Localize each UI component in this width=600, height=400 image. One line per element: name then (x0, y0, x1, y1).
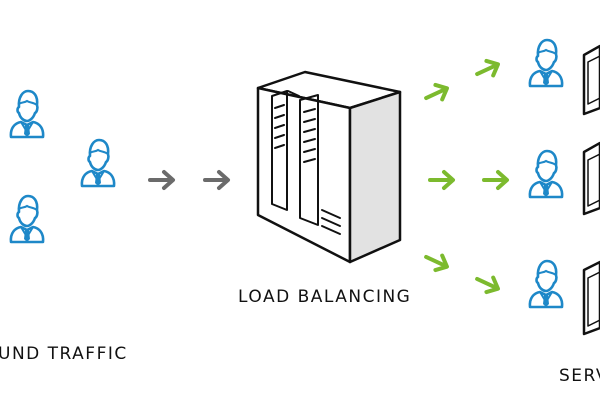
user-icon (80, 138, 116, 188)
outgoing-arrow-icon (482, 170, 509, 190)
incoming-arrow-icon (148, 170, 175, 190)
user-icon (528, 149, 564, 199)
user-icon (528, 259, 564, 309)
server-icon (582, 141, 600, 216)
outgoing-arrow-icon (471, 269, 504, 298)
inbound-traffic-label: UND TRAFFIC (0, 344, 128, 364)
outgoing-arrow-icon (428, 170, 455, 190)
server-icon (582, 44, 600, 116)
load-balancer-server-icon (256, 70, 402, 264)
load-balancing-label: LOAD BALANCING (238, 287, 412, 307)
user-icon (528, 38, 564, 88)
outgoing-arrow-icon (420, 79, 453, 108)
servers-label: SERV (559, 366, 600, 386)
server-icon (582, 260, 600, 336)
outgoing-arrow-icon (471, 55, 504, 84)
outgoing-arrow-icon (420, 247, 453, 276)
incoming-arrow-icon (203, 170, 230, 190)
user-icon (9, 194, 45, 244)
user-icon (9, 89, 45, 139)
